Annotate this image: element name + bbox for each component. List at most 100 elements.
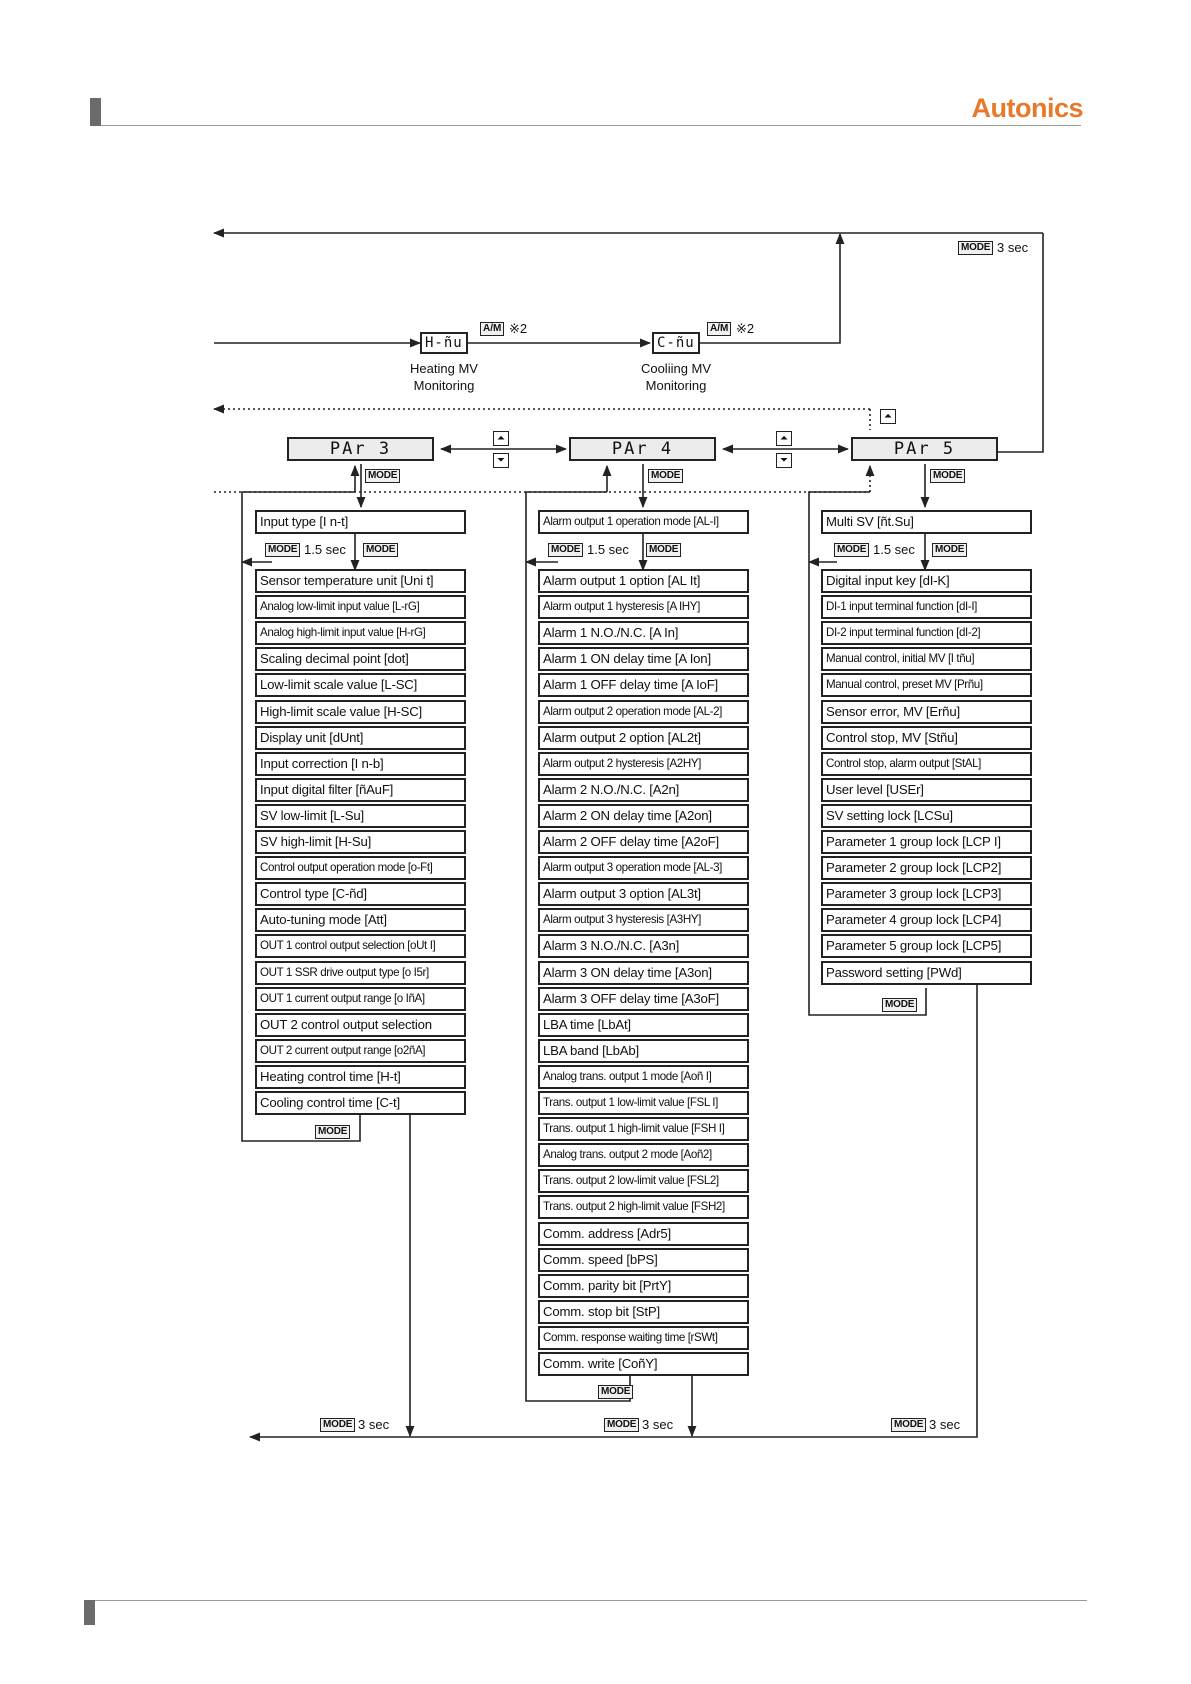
- parameter-item: Alarm 2 N.O./N.C. [A2n]: [538, 778, 749, 802]
- parameter-item: Low-limit scale value [L-SC]: [255, 673, 466, 697]
- hold-time-label: 3 sec: [997, 240, 1029, 255]
- parameter-item: Control stop, alarm output [StAL]: [821, 752, 1032, 776]
- parameter-item: OUT 2 current output range [o2ñA]: [255, 1039, 466, 1063]
- mode-key: MODE: [648, 469, 684, 483]
- mode-key: MODE: [320, 1418, 356, 1432]
- parameter-item: Alarm output 2 operation mode [AL-2]: [538, 700, 749, 724]
- parameter-item: Alarm output 2 hysteresis [A2HY]: [538, 752, 749, 776]
- parameter-item: Scaling decimal point [dot]: [255, 647, 466, 671]
- hold-time-label: 3 sec: [929, 1417, 961, 1432]
- parameter-item: User level [USEr]: [821, 778, 1032, 802]
- par3-first-item: Input type [I n-t]: [255, 510, 466, 534]
- up-key-icon: ⏶: [493, 431, 509, 446]
- parameter-item: Parameter 3 group lock [LCP3]: [821, 882, 1032, 906]
- parameter-item: SV setting lock [LCSu]: [821, 804, 1032, 828]
- parameter-item: Comm. parity bit [PrtY]: [538, 1274, 749, 1298]
- parameter-item: Comm. response waiting time [rSWt]: [538, 1326, 749, 1350]
- group-par3: PAr 3: [287, 437, 434, 461]
- parameter-item: Sensor error, MV [Erñu]: [821, 700, 1032, 724]
- brand-logo: Autonics: [971, 93, 1083, 123]
- hold-time-label: 3 sec: [358, 1417, 390, 1432]
- parameter-item: Cooling control time [C-t]: [255, 1091, 466, 1115]
- parameter-item: OUT 1 control output selection [oUt I]: [255, 934, 466, 958]
- mode-key: MODE: [958, 241, 994, 255]
- parameter-item: Trans. output 1 low-limit value [FSL I]: [538, 1091, 749, 1115]
- par5-to-top-line: [990, 233, 1044, 453]
- parameter-item: Comm. address [Adr5]: [538, 1222, 749, 1246]
- up-key-icon: ⏶: [776, 431, 792, 446]
- mode-key: MODE: [834, 543, 870, 557]
- par4-first-item: Alarm output 1 operation mode [AL-I]: [538, 510, 749, 534]
- parameter-item: OUT 1 current output range [o IñA]: [255, 987, 466, 1011]
- am-key: A/M: [707, 322, 732, 336]
- parameter-item: Analog low-limit input value [L-rG]: [255, 595, 466, 619]
- parameter-item: Analog high-limit input value [H-rG]: [255, 621, 466, 645]
- parameter-item: Alarm 2 ON delay time [A2on]: [538, 804, 749, 828]
- parameter-item: High-limit scale value [H-SC]: [255, 700, 466, 724]
- down-key-icon: ⏷: [776, 453, 792, 468]
- parameter-item: Parameter 5 group lock [LCP5]: [821, 934, 1032, 958]
- hold-time-label: 3 sec: [642, 1417, 674, 1432]
- parameter-item: Parameter 4 group lock [LCP4]: [821, 908, 1032, 932]
- parameter-item: LBA band [LbAb]: [538, 1039, 749, 1063]
- parameter-item: Comm. stop bit [StP]: [538, 1300, 749, 1324]
- parameter-item: Alarm output 3 operation mode [AL-3]: [538, 856, 749, 880]
- parameter-item: DI-1 input terminal function [dI-I]: [821, 595, 1032, 619]
- par5-first-item: Multi SV [ñt.Su]: [821, 510, 1032, 534]
- mode-key: MODE: [604, 1418, 640, 1432]
- parameter-item: Control output operation mode [o-Ft]: [255, 856, 466, 880]
- heating-mv-display: H-ñu: [420, 332, 468, 354]
- mode-key: MODE: [882, 998, 918, 1012]
- header-rule: [101, 125, 1081, 126]
- parameter-item: Parameter 1 group lock [LCP I]: [821, 830, 1032, 854]
- parameter-item: SV high-limit [H-Su]: [255, 830, 466, 854]
- parameter-item: Manual control, preset MV [Prñu]: [821, 673, 1032, 697]
- mode-key: MODE: [548, 543, 584, 557]
- parameter-item: Analog trans. output 1 mode [Aoñ I]: [538, 1065, 749, 1089]
- parameter-item: OUT 2 control output selection: [255, 1013, 466, 1037]
- mode-key: MODE: [598, 1385, 634, 1399]
- note-mark: ※2: [736, 321, 755, 336]
- parameter-item: LBA time [LbAt]: [538, 1013, 749, 1037]
- parameter-item: Trans. output 2 low-limit value [FSL2]: [538, 1169, 749, 1193]
- hold-time-label: 1.5 sec: [873, 542, 915, 557]
- parameter-item: Alarm 2 OFF delay time [A2oF]: [538, 830, 749, 854]
- group-par4: PAr 4: [569, 437, 716, 461]
- parameter-item: Alarm output 3 hysteresis [A3HY]: [538, 908, 749, 932]
- parameter-item: Heating control time [H-t]: [255, 1065, 466, 1089]
- parameter-item: Input digital filter [ñAuF]: [255, 778, 466, 802]
- parameter-item: Input correction [I n-b]: [255, 752, 466, 776]
- parameter-item: Trans. output 2 high-limit value [FSH2]: [538, 1195, 749, 1219]
- parameter-item: Control stop, MV [Stñu]: [821, 726, 1032, 750]
- mode-key: MODE: [930, 469, 966, 483]
- hold-time-label: 1.5 sec: [587, 542, 629, 557]
- hold-time-label: 1.5 sec: [304, 542, 346, 557]
- parameter-item: Alarm 3 ON delay time [A3on]: [538, 961, 749, 985]
- parameter-item: Manual control, initial MV [I tñu]: [821, 647, 1032, 671]
- mode-key: MODE: [365, 469, 401, 483]
- parameter-item: Parameter 2 group lock [LCP2]: [821, 856, 1032, 880]
- mode-key: MODE: [265, 543, 301, 557]
- parameter-item: Sensor temperature unit [Uni t]: [255, 569, 466, 593]
- parameter-item: Alarm output 1 hysteresis [A IHY]: [538, 595, 749, 619]
- parameter-item: Digital input key [dI-K]: [821, 569, 1032, 593]
- parameter-item: Alarm 1 N.O./N.C. [A In]: [538, 621, 749, 645]
- parameter-item: Display unit [dUnt]: [255, 726, 466, 750]
- am-key: A/M: [480, 322, 505, 336]
- parameter-item: Comm. speed [bPS]: [538, 1248, 749, 1272]
- parameter-item: OUT 1 SSR drive output type [o I5r]: [255, 961, 466, 985]
- note-mark: ※2: [509, 321, 528, 336]
- mode-key: MODE: [646, 543, 682, 557]
- parameter-item: Alarm output 3 option [AL3t]: [538, 882, 749, 906]
- parameter-item: SV low-limit [L-Su]: [255, 804, 466, 828]
- mode-key: MODE: [363, 543, 399, 557]
- mode-key: MODE: [932, 543, 968, 557]
- cooling-to-top-arrow: [698, 232, 845, 344]
- down-key-icon: ⏷: [493, 453, 509, 468]
- parameter-item: Password setting [PWd]: [821, 961, 1032, 985]
- up-key-icon: ⏶: [880, 409, 896, 424]
- parameter-item: Trans. output 1 high-limit value [FSH I]: [538, 1117, 749, 1141]
- footer-rule: [95, 1600, 1087, 1601]
